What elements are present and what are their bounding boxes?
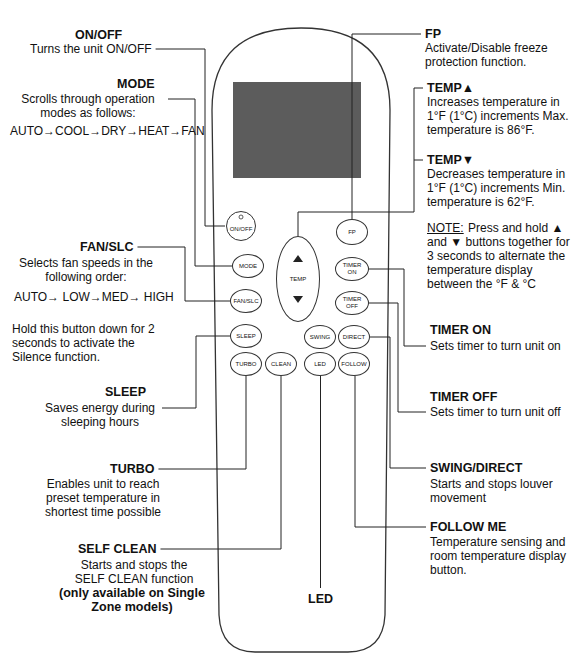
- button-label: TIMER ON: [338, 262, 366, 276]
- callout-text: Scrolls through operation modes as follo…: [12, 92, 164, 120]
- callout-title: TEMP▲: [427, 81, 474, 95]
- callout-text: Press and hold ▲ and ▼ buttons together …: [427, 221, 577, 291]
- remote-button: SWING: [304, 325, 336, 349]
- button-label: MODE: [239, 263, 257, 270]
- remote-button: FOLLOW: [338, 352, 370, 376]
- remote-button: ON/OFF: [226, 211, 256, 241]
- button-label: TURBO: [236, 361, 257, 368]
- power-indicator: [239, 215, 243, 219]
- callout-title: MODE: [117, 77, 155, 91]
- down-arrow-symbol: [293, 296, 303, 303]
- callout-title: SELF CLEAN: [78, 542, 156, 556]
- callout-title: TIMER ON: [430, 323, 491, 337]
- callout-text: Turns the unit ON/OFF: [30, 42, 152, 56]
- button-label: TIMER OFF: [338, 296, 366, 310]
- button-label: TEMP: [290, 276, 307, 283]
- leader-line: [162, 336, 230, 408]
- callout-text: Hold this button down for 2 seconds to a…: [12, 322, 160, 364]
- button-label: FOLLOW: [341, 361, 366, 368]
- callout-text: Saves energy during sleeping hours: [42, 401, 158, 429]
- callout-title: SWING/DIRECT: [430, 461, 522, 475]
- leader-line: [414, 160, 423, 161]
- remote-button: TURBO: [230, 352, 262, 376]
- remote-button: CLEAN: [265, 352, 297, 376]
- callout-title: SLEEP: [105, 385, 146, 399]
- leader-line: [368, 269, 426, 346]
- callout-title: FOLLOW ME: [430, 520, 506, 534]
- leader-line: [355, 376, 426, 527]
- callout-title: TURBO: [110, 462, 154, 476]
- temp-rocker-button: TEMP: [276, 236, 320, 322]
- remote-button: TIMER ON: [335, 257, 369, 281]
- callout-text: Starts and stops louver movement: [430, 477, 570, 505]
- button-label: LED: [314, 361, 326, 368]
- callout-text: AUTO→ LOW→MED→ HIGH: [14, 290, 174, 304]
- remote-button: MODE: [232, 254, 264, 278]
- lcd-screen: [233, 82, 361, 178]
- button-label: DIRECT: [343, 334, 365, 341]
- callout-text: Temperature sensing and room temperature…: [430, 535, 576, 577]
- callout-text: Enables unit to reach preset temperature…: [36, 477, 170, 519]
- callout-title: FAN/SLC: [80, 240, 133, 254]
- remote-button: SLEEP: [230, 324, 262, 348]
- button-label: CLEAN: [271, 361, 291, 368]
- callout-title: LED: [308, 592, 333, 606]
- callout-text: Selects fan speeds in the following orde…: [10, 256, 162, 284]
- leader-line: [368, 303, 426, 412]
- button-label: SWING: [310, 334, 330, 341]
- callout-text: Sets timer to turn unit off: [430, 405, 578, 419]
- leader-line: [158, 376, 246, 469]
- remote-button: FP: [336, 219, 368, 245]
- remote-button: DIRECT: [338, 325, 370, 349]
- callout-text: Decreases temperature in 1°F (1°C) incre…: [427, 167, 577, 209]
- button-label: FP: [348, 229, 356, 236]
- callout-text: NOTE:: [427, 221, 464, 235]
- leader-line: [352, 34, 421, 219]
- remote-button: FAN/SLC: [230, 289, 262, 313]
- callout-title: TEMP▼: [427, 153, 474, 167]
- callout-text: AUTO→COOL→DRY→HEAT→FAN: [10, 124, 205, 138]
- remote-body: [212, 28, 390, 652]
- callout-title: ON/OFF: [75, 28, 122, 42]
- button-label: SLEEP: [236, 333, 255, 340]
- callout-title: FP: [425, 27, 441, 41]
- callout-text: Starts and stops the SELF CLEAN function: [64, 558, 204, 586]
- callout-title: TIMER OFF: [430, 390, 497, 404]
- remote-button: TIMER OFF: [335, 291, 369, 315]
- leader-line: [370, 337, 426, 468]
- up-arrow-symbol: [293, 255, 303, 262]
- callout-text: Activate/Disable freeze protection funct…: [425, 41, 575, 69]
- callout-text: Sets timer to turn unit on: [430, 339, 578, 353]
- button-label: ON/OFF: [230, 226, 253, 233]
- leader-line: [320, 376, 321, 588]
- remote-button: LED: [304, 352, 336, 376]
- button-label: FAN/SLC: [233, 298, 258, 305]
- callout-text: Increases temperature in 1°F (1°C) incre…: [427, 95, 577, 137]
- leader-line: [298, 88, 423, 236]
- leader-line: [160, 376, 281, 549]
- callout-title: (only available on Single Zone models): [52, 586, 212, 614]
